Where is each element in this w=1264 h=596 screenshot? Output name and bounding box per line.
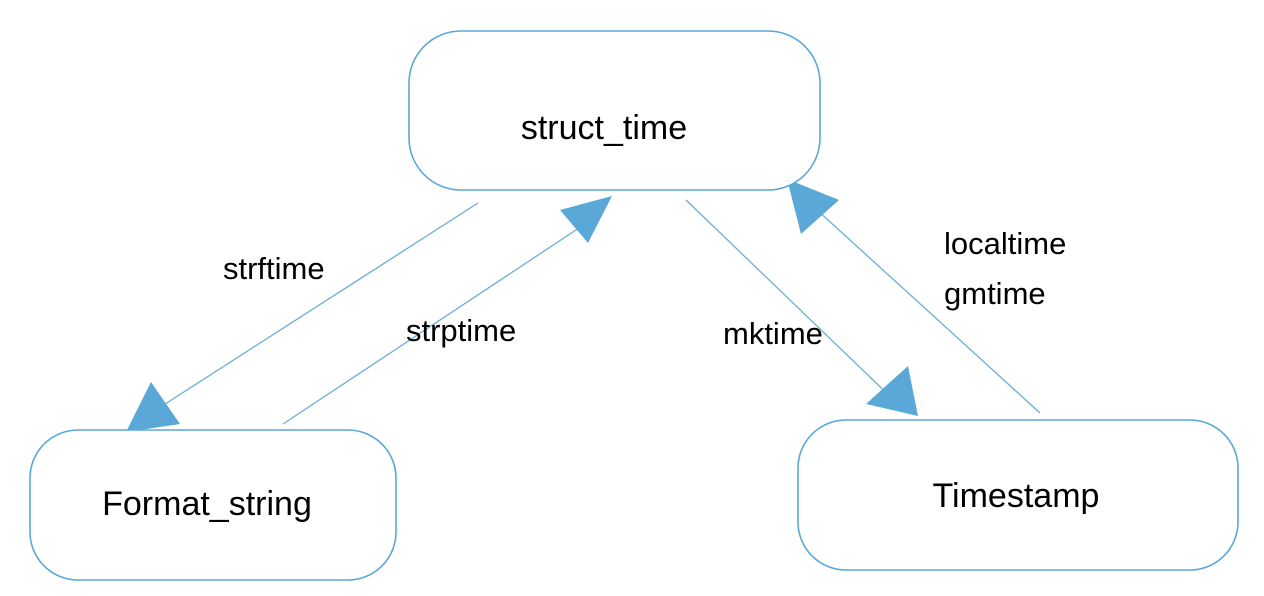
mktime-arrowhead: [866, 366, 918, 416]
edge-localtime-gmtime-line: [805, 199, 1041, 414]
node-timestamp: Timestamp: [797, 419, 1239, 571]
localtime-label: localtime: [944, 226, 1066, 261]
edge-mktime-line: [685, 199, 899, 405]
mktime-label: mktime: [723, 316, 823, 351]
format-string-box: [29, 429, 397, 581]
timestamp-box: [797, 419, 1239, 571]
struct-time-box: [408, 30, 821, 191]
edge-strftime-line: [147, 202, 479, 416]
strptime-arrowhead: [560, 196, 612, 243]
format-string-label: Format_string: [102, 485, 312, 523]
struct-time-label: struct_time: [521, 109, 687, 147]
edge-strptime-line: [282, 221, 589, 425]
gmtime-label: gmtime: [944, 276, 1046, 311]
strptime-label: strptime: [406, 313, 516, 348]
node-format-string: Format_string: [29, 429, 397, 581]
timestamp-label: Timestamp: [933, 477, 1100, 515]
localtime-gmtime-arrowhead: [787, 179, 839, 234]
node-struct-time: struct_time: [408, 30, 821, 191]
strftime-arrowhead: [126, 382, 180, 432]
strftime-label: strftime: [223, 251, 325, 286]
